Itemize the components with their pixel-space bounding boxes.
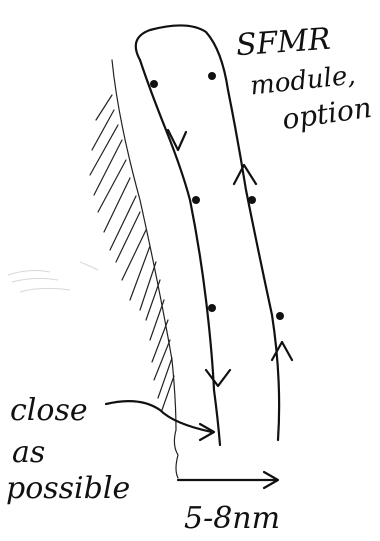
point-6 [276, 312, 284, 320]
distance-label: 5-8nm [184, 504, 280, 534]
close-label-line-2: as [12, 438, 45, 468]
point-3 [192, 196, 200, 204]
flight-track-inbound [140, 60, 220, 445]
measurement-points [150, 72, 284, 320]
close-label-line-3: possible [6, 474, 130, 504]
close-label-line-1: close [10, 396, 88, 426]
sfmr-label: SFMR [235, 25, 332, 62]
point-1 [150, 80, 158, 88]
close-pointer-arrow [106, 401, 212, 432]
point-4 [248, 196, 256, 204]
coastline-hatching [90, 95, 174, 410]
point-2 [208, 72, 216, 80]
point-5 [208, 304, 216, 312]
erased-scribble [8, 262, 98, 292]
direction-arrow-down-lower [206, 370, 230, 386]
